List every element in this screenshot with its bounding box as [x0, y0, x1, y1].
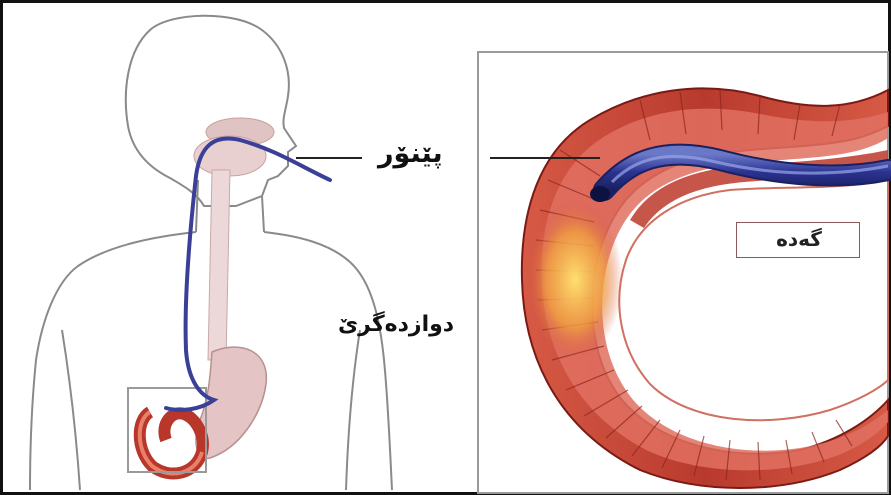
- label-stomach: گەدە: [737, 227, 861, 251]
- pylorus-glow: [527, 200, 623, 360]
- stomach-interior: [619, 180, 888, 420]
- label-endoscope: پێنۆر: [378, 138, 443, 169]
- label-duodenum: دوازدەگرێ: [338, 312, 454, 337]
- zoom-panel: [478, 52, 888, 493]
- endoscope-tip: [590, 186, 610, 202]
- label-stomach-box: گەدە: [736, 222, 860, 258]
